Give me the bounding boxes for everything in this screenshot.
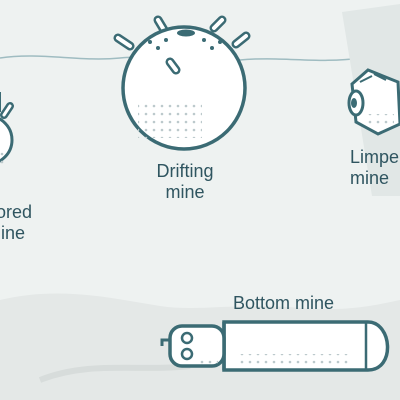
drifting-mine: [113, 15, 251, 151]
bottom-mine-label-text: Bottom mine: [233, 293, 335, 313]
moored-mine-label-line1: oored: [0, 202, 33, 222]
seabed-ridge: [38, 363, 191, 383]
drifting-mine-label: Drifting mine: [150, 161, 220, 203]
bottom-mine: [160, 320, 390, 372]
moored-mine: [0, 92, 14, 164]
limpet-mine: [347, 68, 400, 136]
moored-mine-label: oored mine: [0, 202, 32, 244]
limpet-mine-label-line2: mine: [350, 168, 390, 188]
drifting-mine-label-line1: Drifting: [156, 161, 214, 181]
limpet-mine-label-line1: Limpe: [350, 147, 400, 167]
bottom-mine-label: Bottom mine: [233, 293, 334, 314]
limpet-mine-label: Limpe mine: [350, 147, 399, 189]
moored-mine-label-line2: mine: [0, 223, 26, 243]
drifting-mine-label-line2: mine: [165, 182, 205, 202]
